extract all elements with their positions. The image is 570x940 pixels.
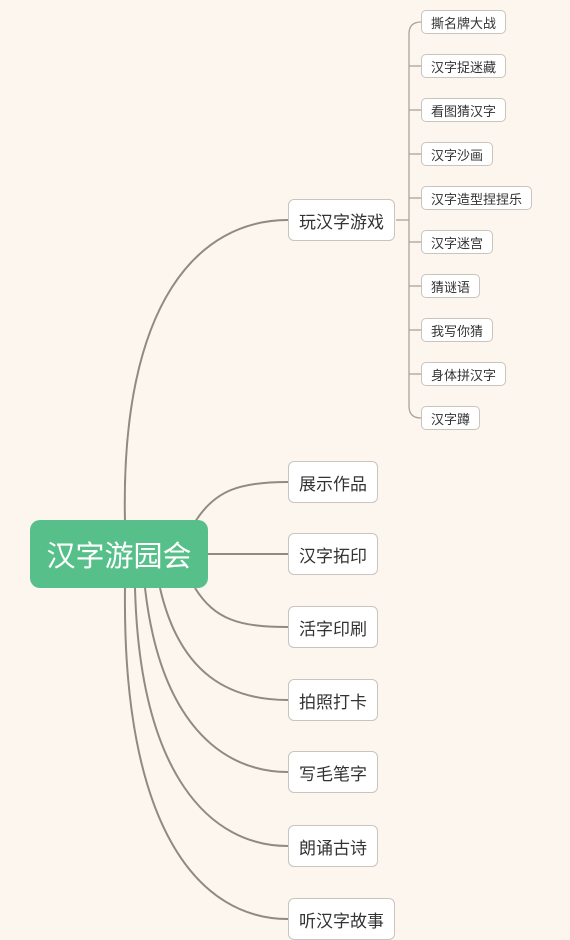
game-leaf-6[interactable]: 汉字迷宫 — [421, 230, 494, 254]
branch-node-5[interactable]: 写毛笔字 — [288, 751, 378, 793]
connector-game-spine — [408, 21, 422, 419]
game-leaf-label: 看图猜汉字 — [431, 104, 497, 120]
game-leaf-label: 身体拼汉字 — [431, 368, 497, 384]
game-leaf-label: 汉字蹲 — [431, 412, 471, 428]
branch-node-2[interactable]: 汉字拓印 — [288, 533, 378, 575]
game-leaf-8[interactable]: 我写你猜 — [421, 318, 494, 342]
branch-node-7[interactable]: 听汉字故事 — [288, 898, 395, 940]
branch-node-4[interactable]: 拍照打卡 — [288, 679, 378, 721]
game-leaf-7[interactable]: 猜谜语 — [421, 274, 481, 298]
game-branch-node[interactable]: 玩汉字游戏 — [288, 199, 395, 241]
game-leaf-label: 汉字捉迷藏 — [431, 60, 497, 76]
game-leaf-label: 汉字造型捏捏乐 — [431, 192, 523, 208]
connector-branch-3 — [194, 587, 289, 628]
game-leaf-label: 我写你猜 — [431, 324, 484, 340]
branch-label: 活字印刷 — [299, 619, 367, 640]
game-leaf-label: 猜谜语 — [431, 280, 471, 296]
game-leaf-3[interactable]: 看图猜汉字 — [421, 98, 507, 122]
branch-label: 朗诵古诗 — [299, 838, 367, 859]
branch-label: 拍照打卡 — [299, 692, 367, 713]
connector-branch-4 — [159, 587, 289, 701]
game-leaf-2[interactable]: 汉字捉迷藏 — [421, 54, 507, 78]
connector-branch-6 — [134, 587, 289, 847]
game-branch-label: 玩汉字游戏 — [299, 212, 384, 233]
root-node[interactable]: 汉字游园会 — [30, 520, 208, 588]
branch-node-3[interactable]: 活字印刷 — [288, 606, 378, 648]
connector-branch-7 — [123, 587, 289, 920]
root-node-label: 汉字游园会 — [46, 539, 192, 573]
branch-node-6[interactable]: 朗诵古诗 — [288, 825, 378, 867]
branch-node-1[interactable]: 展示作品 — [288, 461, 378, 503]
branch-label: 展示作品 — [299, 474, 367, 495]
branch-label: 汉字拓印 — [299, 546, 367, 567]
connector-branch-1 — [194, 481, 289, 523]
game-leaf-label: 汉字迷宫 — [431, 236, 484, 252]
connector-game-branch — [123, 219, 289, 523]
game-leaf-label: 汉字沙画 — [431, 148, 484, 164]
game-leaf-1[interactable]: 撕名牌大战 — [421, 10, 507, 34]
game-leaf-10[interactable]: 汉字蹲 — [421, 406, 481, 430]
game-leaf-5[interactable]: 汉字造型捏捏乐 — [421, 186, 533, 210]
game-leaf-4[interactable]: 汉字沙画 — [421, 142, 494, 166]
branch-label: 写毛笔字 — [299, 764, 367, 785]
game-leaf-9[interactable]: 身体拼汉字 — [421, 362, 507, 386]
branch-label: 听汉字故事 — [299, 911, 384, 932]
connector-branch-5 — [144, 587, 289, 773]
game-leaf-label: 撕名牌大战 — [431, 16, 497, 32]
